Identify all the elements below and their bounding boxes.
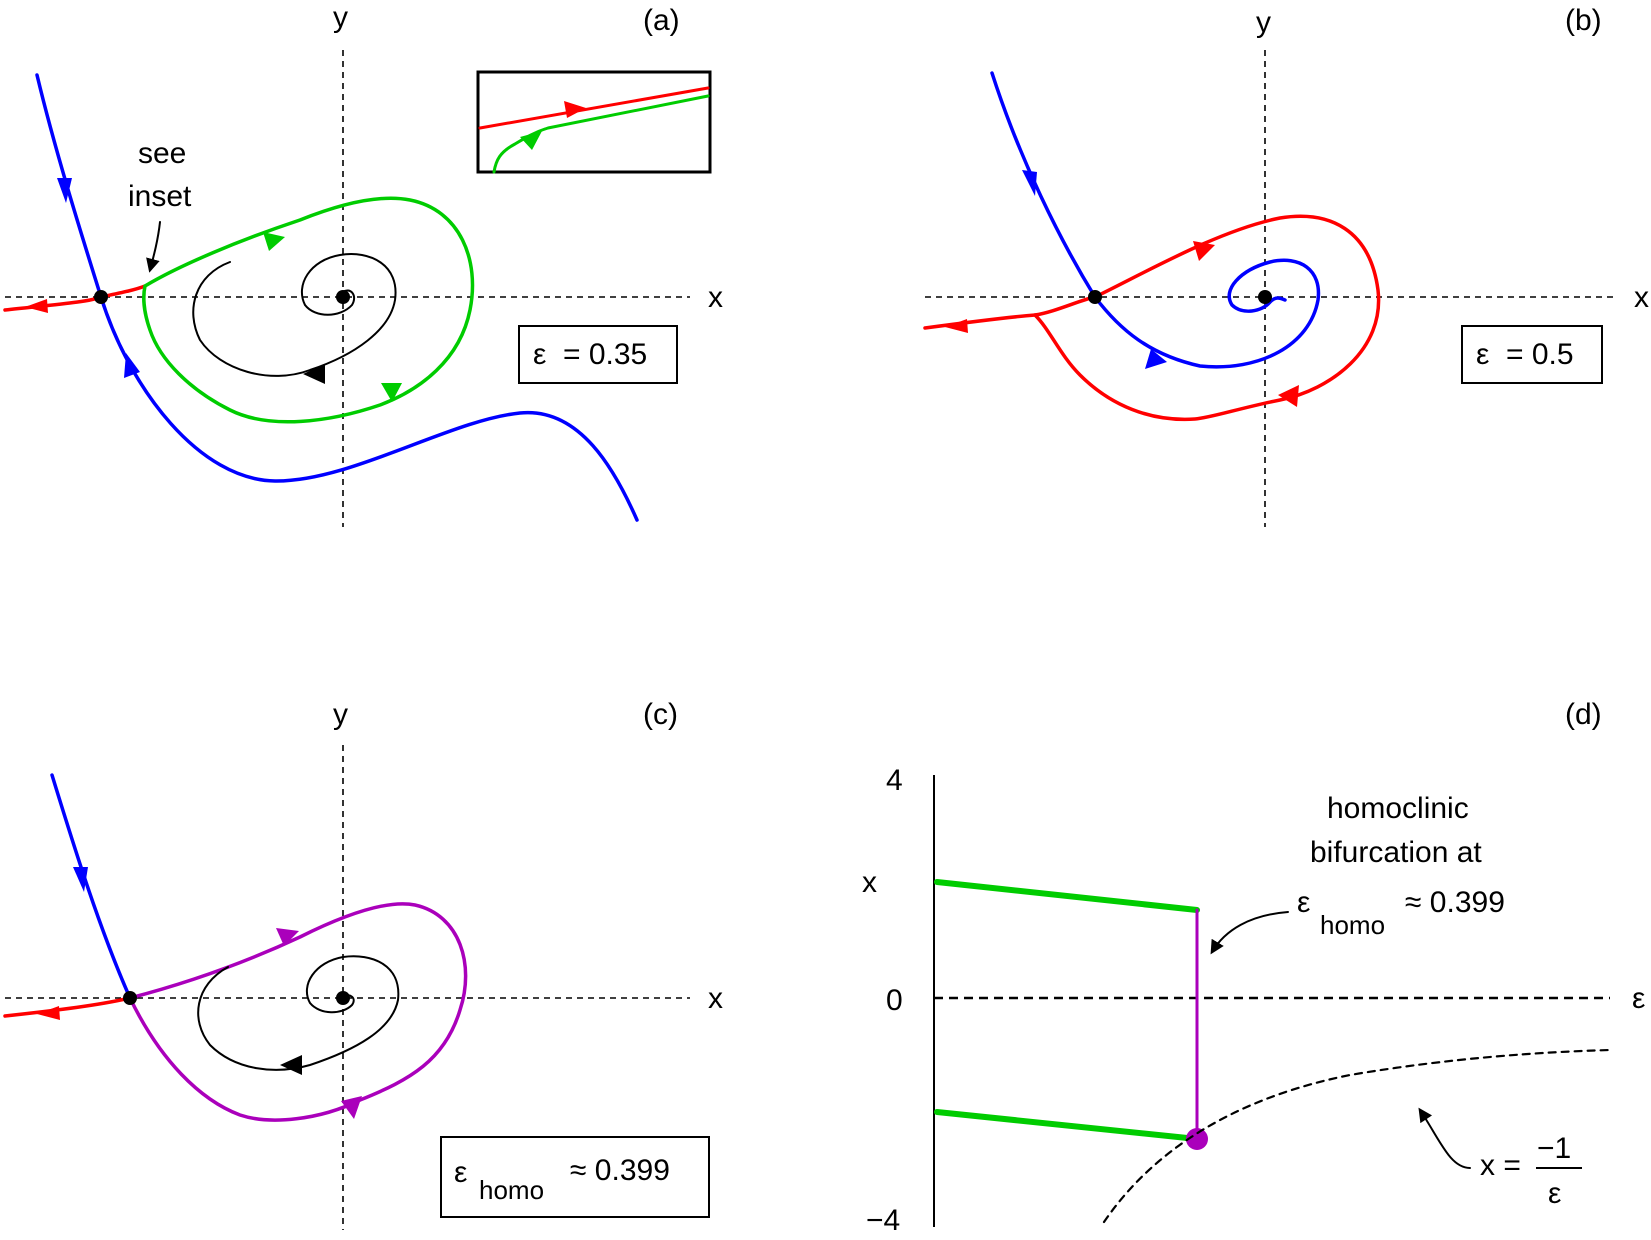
panel-d-eps-value: ≈ 0.399 — [1405, 886, 1505, 919]
panel-a-arrow-black — [303, 364, 325, 384]
panel-b-epsilon-box — [1461, 325, 1603, 384]
panel-b-stable-manifold-inner — [1093, 258, 1321, 369]
panel-a-spiral-point — [336, 290, 350, 304]
panel-d-label: (d) — [1565, 698, 1602, 731]
panel-d-note-line2: bifurcation at — [1310, 836, 1482, 869]
panel-b-label: (b) — [1565, 4, 1602, 37]
panel-b: x y (b) ε = 0.5 — [923, 4, 1649, 527]
panel-b-saddle-point — [1088, 290, 1102, 304]
panel-d-eps-sub: homo — [1320, 910, 1385, 940]
panel-d-cycle-upper-branch — [934, 879, 1200, 913]
panel-d-curve-label-lhs: x = — [1480, 1149, 1521, 1182]
panel-c: x y (c) ε homo ≈ 0.399 — [3, 698, 723, 1230]
panel-d-curve-label-num: −1 — [1537, 1132, 1571, 1165]
panel-c-arrow-purple-bottom — [341, 1096, 362, 1119]
panel-d-homo-arrow — [1210, 911, 1289, 955]
panel-a-arrow-blue-up — [124, 353, 140, 378]
panel-c-y-label: y — [333, 698, 348, 731]
panel-c-arrow-purple-top — [276, 928, 299, 946]
panel-c-arrow-black — [280, 1055, 302, 1075]
panel-a-inset-red-line — [478, 86, 710, 130]
panel-c-x-label: x — [708, 982, 723, 1015]
panel-a-arrow-red-left — [25, 299, 48, 313]
panel-b-y-label: y — [1256, 6, 1271, 39]
panel-a-y-label: y — [333, 1, 348, 34]
panel-d-y-label: x — [862, 866, 877, 899]
panel-a-inset-arrow-red — [564, 101, 586, 118]
panel-a-x-label: x — [708, 281, 723, 314]
panel-d-homoclinic-point — [1186, 1128, 1208, 1150]
panel-a-epsilon-box — [518, 325, 678, 384]
panel-d-curve-arrow — [1418, 1107, 1471, 1169]
panel-a-inset — [476, 70, 712, 174]
panel-a-arrow-green-bottom — [381, 383, 402, 402]
panel-c-epsilon-box — [440, 1136, 710, 1218]
panel-b-arrow-red-left — [945, 319, 968, 333]
panel-b-unstable-manifold-left — [923, 295, 1097, 330]
panel-a-annotation-line2: inset — [128, 180, 192, 213]
panel-a-stable-manifold-lower — [99, 295, 639, 522]
panel-a-arrow-blue-down — [57, 178, 72, 203]
panel-a-inset-green-line — [492, 94, 710, 174]
panel-c-unstable-manifold — [3, 996, 132, 1018]
panel-b-arrow-blue-down — [1022, 170, 1037, 196]
panel-c-stable-manifold — [50, 773, 132, 1000]
panel-d-note-line1: homoclinic — [1327, 792, 1469, 825]
panel-d-y-tick-mid: 0 — [886, 984, 903, 1017]
panel-a-epsilon-value: = 0.35 — [563, 338, 647, 371]
panel-c-spiral-point — [336, 991, 350, 1005]
panel-b-arrow-blue-inner — [1145, 349, 1167, 369]
panel-c-label: (c) — [643, 698, 678, 731]
panel-c-epsilon-value: ≈ 0.399 — [570, 1154, 670, 1187]
panel-c-saddle-point — [123, 991, 137, 1005]
panel-b-x-label: x — [1634, 281, 1649, 314]
panel-a-spiral-trajectory — [192, 253, 397, 377]
panel-d-x-label: ε — [1632, 982, 1645, 1015]
panel-c-arrow-blue-down — [73, 867, 88, 892]
panel-a: x y (a) see inset — [3, 1, 723, 527]
panel-a-saddle-point — [94, 290, 108, 304]
panel-b-arrow-red-top — [1193, 241, 1215, 261]
panel-b-spiral-point — [1258, 290, 1272, 304]
panel-a-arrow-green-top — [263, 232, 285, 251]
panel-a-unstable-manifold — [3, 284, 147, 312]
panel-a-annotation-line1: see — [138, 137, 186, 170]
panel-b-epsilon-value: = 0.5 — [1506, 338, 1574, 371]
panel-d-y-tick-bottom: −4 — [866, 1204, 900, 1237]
panel-a-limit-cycle — [142, 196, 475, 424]
panel-d: (d) x ε 4 0 −4 homoclinic bifurcation at… — [862, 698, 1645, 1237]
panel-d-eps-symbol: ε — [1297, 886, 1310, 919]
panel-a-annotation-arrow — [146, 221, 161, 273]
panel-b-unstable-manifold-loop — [1033, 214, 1381, 422]
panel-d-curve-label-den: ε — [1548, 1177, 1561, 1210]
panel-d-cycle-lower-branch — [934, 1109, 1200, 1142]
panel-a-label: (a) — [643, 4, 680, 37]
panel-c-spiral-trajectory — [197, 955, 400, 1071]
panel-b-epsilon-symbol: ε — [1476, 338, 1489, 371]
panel-c-epsilon-symbol: ε — [454, 1156, 467, 1189]
panel-d-saddle-curve — [1102, 1048, 1612, 1224]
panel-b-stable-manifold-upper — [990, 71, 1097, 299]
panel-c-epsilon-sub: homo — [479, 1175, 544, 1205]
panel-c-homoclinic-orbit — [128, 902, 468, 1122]
panel-a-epsilon-symbol: ε — [533, 338, 546, 371]
panel-b-arrow-red-bottom — [1278, 385, 1299, 407]
panel-c-arrow-red-left — [37, 1006, 60, 1020]
panel-a-inset-arrow-green — [520, 131, 542, 150]
panel-d-y-tick-top: 4 — [886, 764, 903, 797]
